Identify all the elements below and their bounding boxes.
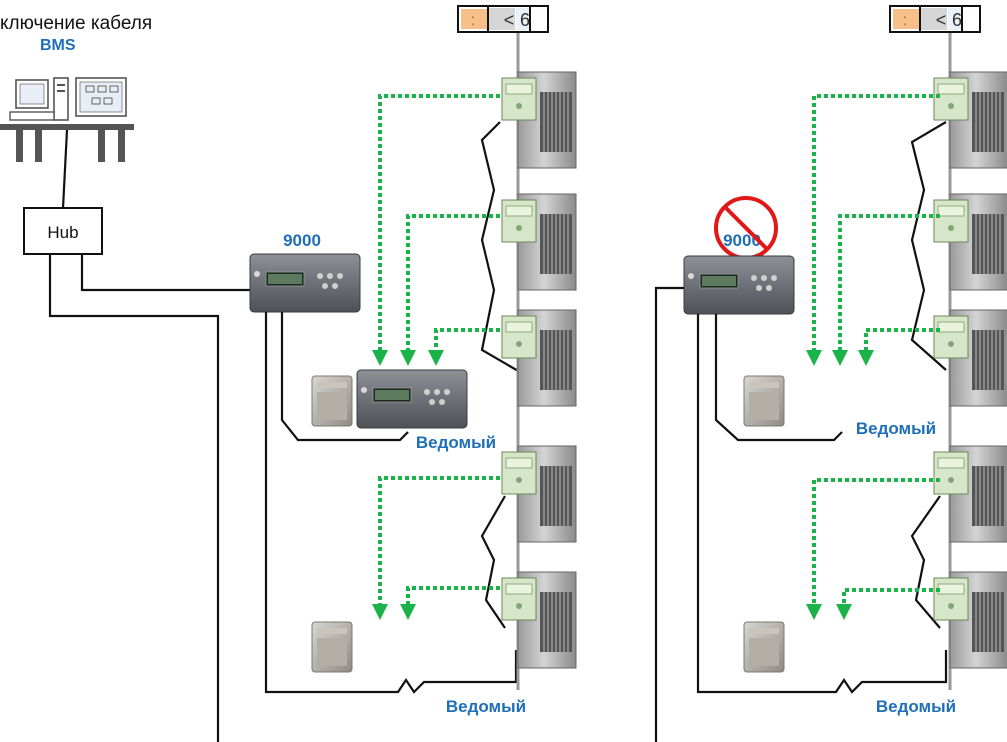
right-slave-cable-bottom [696,314,948,694]
left-outdoor-unit-2 [501,193,577,291]
right-trunk-cable [654,286,684,742]
left-slave-box-top [311,375,353,427]
left-strip-lt: < [504,10,515,30]
left-signal-path-4 [378,476,500,604]
left-slave-cable-bottom [264,312,518,694]
right-slave-box-bottom [743,621,785,673]
left-signal-path-5 [406,586,500,604]
right-address-strip: : < 6 [889,5,981,33]
hub-label: Hub [47,223,78,242]
left-outdoor-unit-5 [501,571,577,669]
left-strip-six: 6 [520,10,530,30]
right-controller [683,255,795,315]
left-signal-path-2 [406,214,500,350]
right-signal-arrow-1 [806,350,822,366]
left-slave-label-bottom: Ведомый [446,697,526,716]
right-signal-path-1 [812,94,940,350]
left-outdoor-unit-3 [501,309,577,407]
right-outdoor-unit-4 [933,445,1007,543]
left-slave-cable-top [280,312,409,442]
right-signal-path-3 [864,328,940,350]
hub-box [23,207,103,255]
left-controller [249,253,361,313]
right-outdoor-unit-3 [933,309,1007,407]
right-signal-path-2 [838,214,940,350]
left-signal-path-3 [434,328,500,350]
left-outdoor-unit-4 [501,445,577,543]
left-address-strip: : < 6 [457,5,549,33]
left-signal-arrow-5 [400,604,416,620]
right-outdoor-chain-top [910,121,947,371]
left-outdoor-chain-bottom [480,495,506,629]
hub-trunk-cable [48,254,220,742]
right-signal-path-5 [842,588,940,604]
right-strip-six: 6 [952,10,962,30]
right-signal-arrow-5 [836,604,852,620]
left-signal-arrow-2 [400,350,416,366]
right-slave-label-bottom: Ведомый [876,697,956,716]
left-signal-path-1 [378,94,500,350]
right-controller-label: 9000 [723,231,761,250]
computer-icon [0,77,134,162]
bms-hub-cable [61,129,69,209]
bms-label: BMS [40,37,76,54]
left-outdoor-unit-1 [501,71,577,169]
left-controller-label: 9000 [283,231,321,250]
right-signal-path-4 [812,478,940,604]
right-signal-arrow-3 [858,350,874,366]
left-slave-controller [356,369,468,429]
header-title: ключение кабеля [0,13,152,34]
left-signal-arrow-3 [428,350,444,366]
right-slave-cable-top [714,314,843,442]
hub-to-controller-cable [80,254,250,292]
left-strip-colon: : [471,12,475,29]
right-strip-lt: < [936,10,947,30]
right-outdoor-unit-2 [933,193,1007,291]
right-signal-arrow-2 [832,350,848,366]
left-slave-box-bottom [311,621,353,673]
left-signal-arrow-4 [372,604,388,620]
right-signal-arrow-4 [806,604,822,620]
right-outdoor-unit-1 [933,71,1007,169]
left-slave-label-top: Ведомый [416,433,496,452]
right-slave-box-top [743,375,785,427]
right-strip-colon: : [903,12,907,29]
right-outdoor-chain-bottom [910,495,941,629]
right-slave-label-top: Ведомый [856,419,936,438]
left-signal-arrow-1 [372,350,388,366]
left-outdoor-chain-top [480,121,521,373]
